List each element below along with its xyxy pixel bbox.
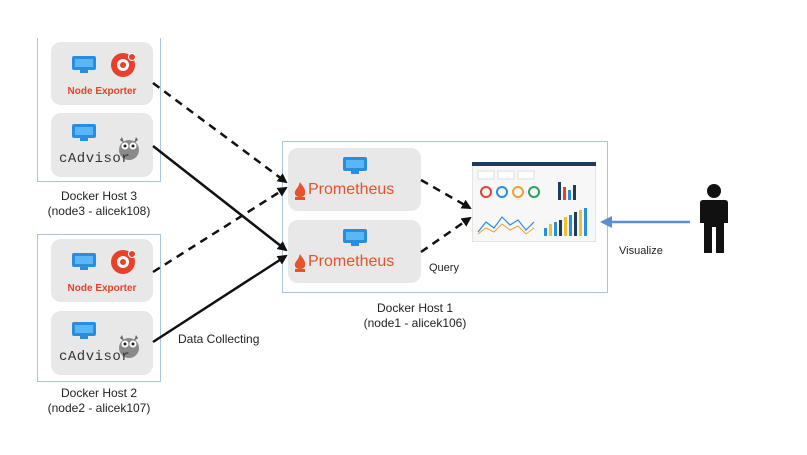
docker-container-icon [343, 157, 367, 174]
edge-prom-bottom-to-dashboard [420, 216, 472, 254]
grafana-dashboard-icon [472, 162, 596, 242]
docker-host-3-caption: Docker Host 3 (node3 - alicek108) [20, 189, 178, 219]
docker-container-icon [72, 322, 96, 339]
cadvisor-label: cAdvisor [59, 151, 131, 167]
edge-ca3-to-prom-bottom [152, 145, 288, 252]
prometheus-flame-icon [294, 254, 306, 272]
user-icon [700, 184, 728, 253]
query-label: Query [429, 262, 459, 274]
edge-ne3-to-prom-top [152, 81, 288, 184]
prometheus-card-bottom: Prometheus [288, 220, 421, 283]
node-exporter-card-host3: Node Exporter [51, 42, 153, 105]
docker-host-1-caption: Docker Host 1 (node1 - alicek106) [330, 301, 500, 331]
visualize-label: Visualize [619, 245, 663, 257]
node-exporter-gear-icon [111, 250, 136, 274]
node-exporter-label: Node Exporter [67, 283, 137, 294]
docker-container-icon [343, 229, 367, 246]
node-exporter-card-host2: Node Exporter [51, 239, 153, 302]
cadvisor-label: cAdvisor [59, 349, 131, 365]
prometheus-card-top: Prometheus [288, 148, 421, 211]
docker-container-icon [72, 253, 96, 270]
cadvisor-owl-icon [119, 335, 139, 358]
docker-container-icon [72, 56, 96, 73]
docker-container-icon [72, 124, 96, 141]
host-node: (node2 - alicek107) [47, 401, 151, 415]
cadvisor-owl-icon [119, 137, 139, 160]
host-node: (node3 - alicek108) [47, 204, 151, 218]
edge-ca2-to-prom-bottom [152, 254, 288, 344]
prometheus-label: Prometheus [308, 253, 395, 270]
edge-ne2-to-prom-top [152, 186, 288, 274]
host-title: Docker Host 1 [376, 301, 454, 315]
cadvisor-card-host2: cAdvisor [51, 311, 153, 375]
edge-prom-top-to-dashboard [420, 178, 472, 210]
node-exporter-label: Node Exporter [67, 86, 137, 97]
host-node: (node1 - alicek106) [363, 316, 467, 330]
host-title: Docker Host 3 [60, 189, 138, 203]
prometheus-label: Prometheus [308, 181, 395, 198]
docker-host-2-caption: Docker Host 2 (node2 - alicek107) [20, 386, 178, 416]
node-exporter-gear-icon [111, 53, 136, 77]
prometheus-flame-icon [294, 182, 306, 200]
data-collecting-label: Data Collecting [178, 332, 260, 346]
host-title: Docker Host 2 [60, 386, 138, 400]
cadvisor-card-host3: cAdvisor [51, 113, 153, 177]
